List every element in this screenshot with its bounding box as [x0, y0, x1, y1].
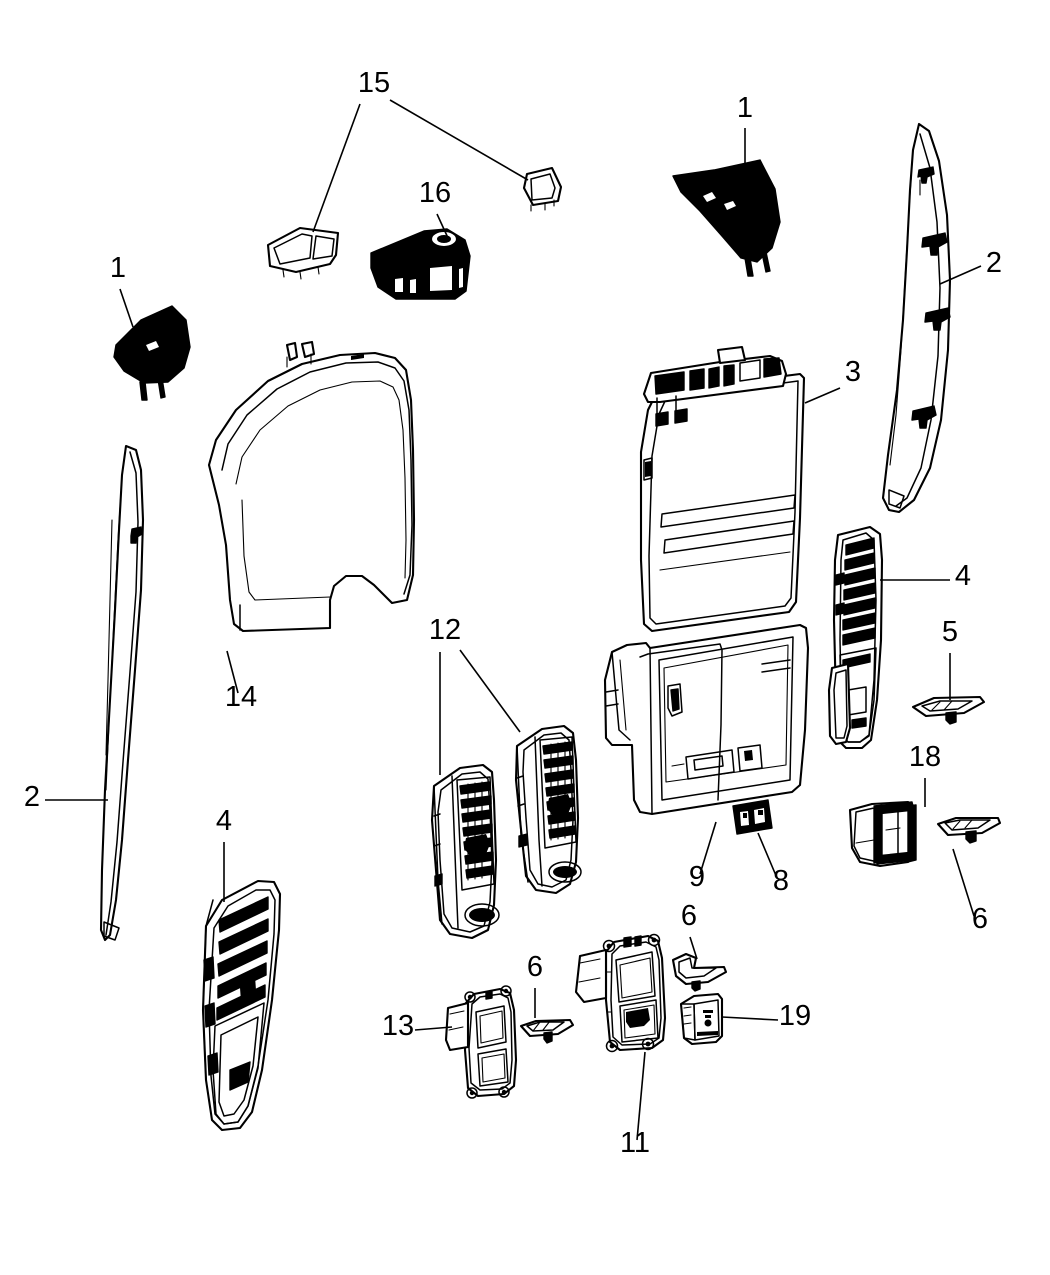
callout-leaders	[45, 99, 982, 1141]
callout-14: 14	[225, 681, 257, 713]
part-15-trim-plug-left	[266, 226, 340, 280]
part-5-retainer-clip	[911, 695, 986, 725]
part-12-center-vent-right	[514, 724, 582, 895]
callout-1-top: 1	[737, 92, 753, 124]
part-1-a-pillar-cap-right	[672, 159, 781, 277]
callout-12: 12	[429, 614, 461, 646]
callout-4-left: 4	[216, 805, 232, 837]
part-4-side-vent-right	[827, 525, 884, 750]
part-11-center-stack-bezel	[574, 933, 667, 1053]
part-18-cup-holder-trim	[848, 800, 917, 868]
callout-5: 5	[942, 616, 958, 648]
callout-16: 16	[419, 177, 451, 209]
part-1-a-pillar-cap-left	[113, 305, 191, 401]
callout-6-left: 6	[527, 951, 543, 983]
part-13-lower-center-bezel	[444, 985, 518, 1099]
part-2-end-cap-left	[99, 444, 145, 942]
callout-4-right: 4	[955, 560, 971, 592]
callout-8: 8	[773, 865, 789, 897]
callout-2-left: 2	[24, 781, 40, 813]
callout-15: 15	[358, 67, 390, 99]
callout-18: 18	[909, 741, 941, 773]
callout-6-middle: 6	[681, 900, 697, 932]
part-8-switch-blank	[732, 799, 773, 835]
callout-2-right: 2	[986, 247, 1002, 279]
part-9-glove-box-bin	[603, 623, 810, 816]
callout-13: 13	[382, 1010, 414, 1042]
callout-1-left: 1	[110, 252, 126, 284]
part-4-side-vent-left	[201, 879, 282, 1132]
part-6-retainer-clip-left	[519, 1018, 575, 1044]
part-14-cluster-bezel	[207, 340, 416, 633]
callout-numbers: 15 1 16 2 1 3 4 5 12 14 18 2 4 9 8 6 6 6…	[24, 67, 1002, 1159]
part-6-retainer-clip-middle	[671, 952, 728, 992]
part-2-end-cap-right	[881, 122, 952, 514]
part-19-power-outlet-switch	[679, 992, 724, 1046]
part-6-retainer-clip-right	[936, 816, 1002, 844]
callout-11: 11	[620, 1127, 650, 1159]
part-3-glove-box-door	[639, 345, 806, 633]
callout-3: 3	[845, 356, 861, 388]
part-12-center-vent-left	[430, 763, 500, 940]
part-15-trim-plug-right	[522, 166, 563, 212]
callout-6-right: 6	[972, 903, 988, 935]
part-16-overhead-module	[370, 228, 471, 300]
callout-19: 19	[779, 1000, 811, 1032]
callout-9: 9	[689, 861, 705, 893]
